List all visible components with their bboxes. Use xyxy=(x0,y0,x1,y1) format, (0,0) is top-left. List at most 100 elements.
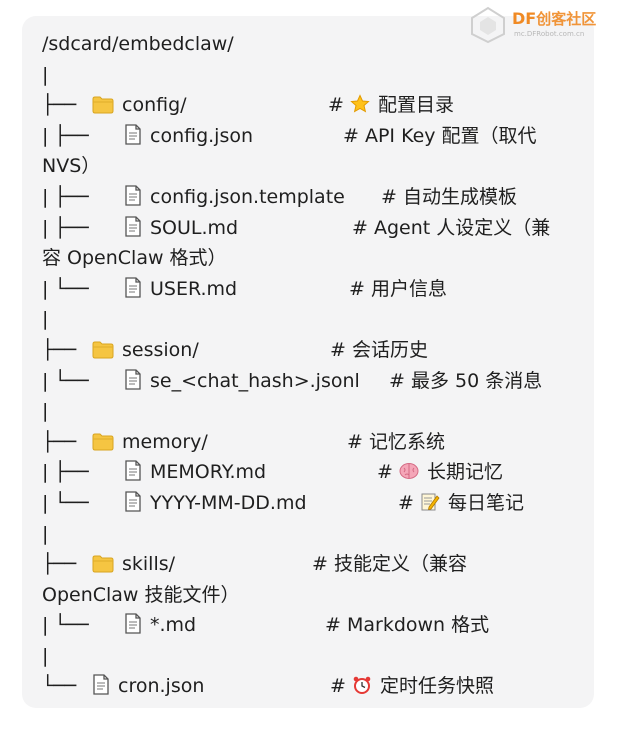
file-name: *.md xyxy=(124,610,196,644)
alarm-clock-icon xyxy=(352,675,380,697)
entry-comment: # 自动生成模板 xyxy=(381,182,517,213)
file-name: USER.md xyxy=(124,274,237,308)
comment-hash: # xyxy=(312,553,328,576)
star-icon xyxy=(350,94,378,116)
comment-continuation: NVS） xyxy=(42,151,582,182)
entry-comment: # 会话历史 xyxy=(330,335,428,366)
comment-hash: # xyxy=(330,338,346,361)
file-name: SOUL.md xyxy=(124,213,238,247)
entry-name-text: cron.json xyxy=(118,675,205,698)
comment-continuation: 容 OpenClaw 格式） xyxy=(42,243,582,274)
folder-name: config/ xyxy=(92,90,187,124)
tree-branch: | └── xyxy=(42,491,89,514)
file-name: cron.json xyxy=(92,671,204,705)
comment-hash: # xyxy=(347,430,363,453)
entry-comment: # Markdown 格式 xyxy=(325,610,489,641)
file-entry: | ├── config.json.template # 自动生成模板 xyxy=(42,182,582,213)
file-icon xyxy=(124,124,142,155)
tree-branch: | xyxy=(42,400,49,423)
comment-hash: # xyxy=(377,461,393,484)
tree-spacer-line: | xyxy=(42,60,582,91)
comment-hash: # xyxy=(328,94,344,117)
file-entry: └── cron.json # 定时任务快照 xyxy=(42,671,582,702)
file-icon xyxy=(124,215,142,247)
file-name: config.json xyxy=(124,121,253,155)
watermark-url: mc.DFRobot.com.cn xyxy=(514,30,585,38)
directory-tree: /sdcard/embedclaw/ |├── config/# 配置目录| ├… xyxy=(42,29,582,702)
comment-hash: # xyxy=(381,185,397,208)
file-entry: | ├── MEMORY.md# 长期记忆 xyxy=(42,457,582,488)
file-name: MEMORY.md xyxy=(124,457,266,491)
file-name: YYYY-MM-DD.md xyxy=(124,488,307,522)
tree-branch: ├── xyxy=(42,94,77,117)
tree-branch: | ├── xyxy=(42,185,89,208)
folder-entry: ├── memory/ # 记忆系统 xyxy=(42,427,582,458)
file-entry: | └── USER.md # 用户信息 xyxy=(42,274,582,305)
comment-hash: # xyxy=(325,614,341,637)
tree-branch: | xyxy=(42,308,49,331)
comment-text: OpenClaw 技能文件） xyxy=(42,583,240,606)
entry-name-text: config.json xyxy=(150,124,254,147)
root-path: /sdcard/embedclaw/ xyxy=(42,33,234,55)
file-entry: | ├── SOUL.md# Agent 人设定义（兼 xyxy=(42,213,582,244)
entry-name-text: SOUL.md xyxy=(150,216,239,239)
entry-comment: # 记忆系统 xyxy=(347,427,445,458)
entry-comment: # 配置目录 xyxy=(328,90,454,121)
file-name: se_<chat_hash>.jsonl xyxy=(124,366,360,400)
comment-text: 每日笔记 xyxy=(447,491,524,514)
entry-name-text: *.md xyxy=(150,614,197,637)
file-icon xyxy=(92,674,110,705)
comment-hash: # xyxy=(398,491,414,514)
dfrobot-logo-icon xyxy=(471,6,505,44)
comment-hash: # xyxy=(343,124,359,147)
entry-comment: # 每日笔记 xyxy=(398,488,524,519)
comment-text: Markdown 格式 xyxy=(346,614,490,637)
file-entry: | ├── config.json # API Key 配置（取代 xyxy=(42,121,582,152)
entry-comment: # 技能定义（兼容 xyxy=(312,549,467,580)
folder-icon xyxy=(92,93,114,124)
comment-hash: # xyxy=(389,369,405,392)
file-entry: | └── se_<chat_hash>.jsonl # 最多 50 条消息 xyxy=(42,366,582,397)
comment-text: API Key 配置（取代 xyxy=(364,124,537,147)
entry-name-text: skills/ xyxy=(122,553,176,576)
entry-comment: # 定时任务快照 xyxy=(330,671,494,702)
comment-hash: # xyxy=(330,675,346,698)
entry-comment: # 用户信息 xyxy=(349,274,447,305)
tree-spacer-line: | xyxy=(42,641,582,672)
file-icon xyxy=(124,491,142,522)
tree-root: /sdcard/embedclaw/ xyxy=(42,29,582,60)
tree-branch: | └── xyxy=(42,369,89,392)
comment-text: 最多 50 条消息 xyxy=(410,369,543,392)
entry-comment: # 最多 50 条消息 xyxy=(389,366,542,397)
comment-text: 技能定义（兼容 xyxy=(333,553,467,576)
tree-branch: | └── xyxy=(42,614,89,637)
entry-name-text: MEMORY.md xyxy=(150,461,267,484)
comment-text: 会话历史 xyxy=(351,338,428,361)
folder-icon xyxy=(92,552,114,583)
tree-branch: | ├── xyxy=(42,124,89,147)
tree-branch: | └── xyxy=(42,277,89,300)
file-icon xyxy=(124,613,142,644)
folder-entry: ├── session/# 会话历史 xyxy=(42,335,582,366)
tree-branch: └── xyxy=(42,675,77,698)
file-icon xyxy=(124,368,142,400)
tree-branch: | xyxy=(42,63,49,86)
tree-branch: ├── xyxy=(42,430,77,453)
memo-icon xyxy=(420,492,448,514)
code-block xyxy=(22,16,594,708)
entry-comment: # Agent 人设定义（兼 xyxy=(352,213,550,244)
tree-branch: ├── xyxy=(42,553,77,576)
entry-name-text: YYYY-MM-DD.md xyxy=(150,491,307,514)
file-entry: | └── YYYY-MM-DD.md # 每日笔记 xyxy=(42,488,582,519)
comment-hash: # xyxy=(352,216,368,239)
entry-name-text: config.json.template xyxy=(150,185,345,208)
tree-branch: ├── xyxy=(42,338,77,361)
entry-comment: # API Key 配置（取代 xyxy=(343,121,537,152)
tree-spacer-line: | xyxy=(42,396,582,427)
folder-entry: ├── config/ # 配置目录 xyxy=(42,90,582,121)
comment-text: NVS） xyxy=(42,155,101,178)
tree-branch: | xyxy=(42,522,49,545)
comment-text: 定时任务快照 xyxy=(379,675,494,698)
tree-branch: | ├── xyxy=(42,461,89,484)
entry-name-text: memory/ xyxy=(122,430,208,453)
